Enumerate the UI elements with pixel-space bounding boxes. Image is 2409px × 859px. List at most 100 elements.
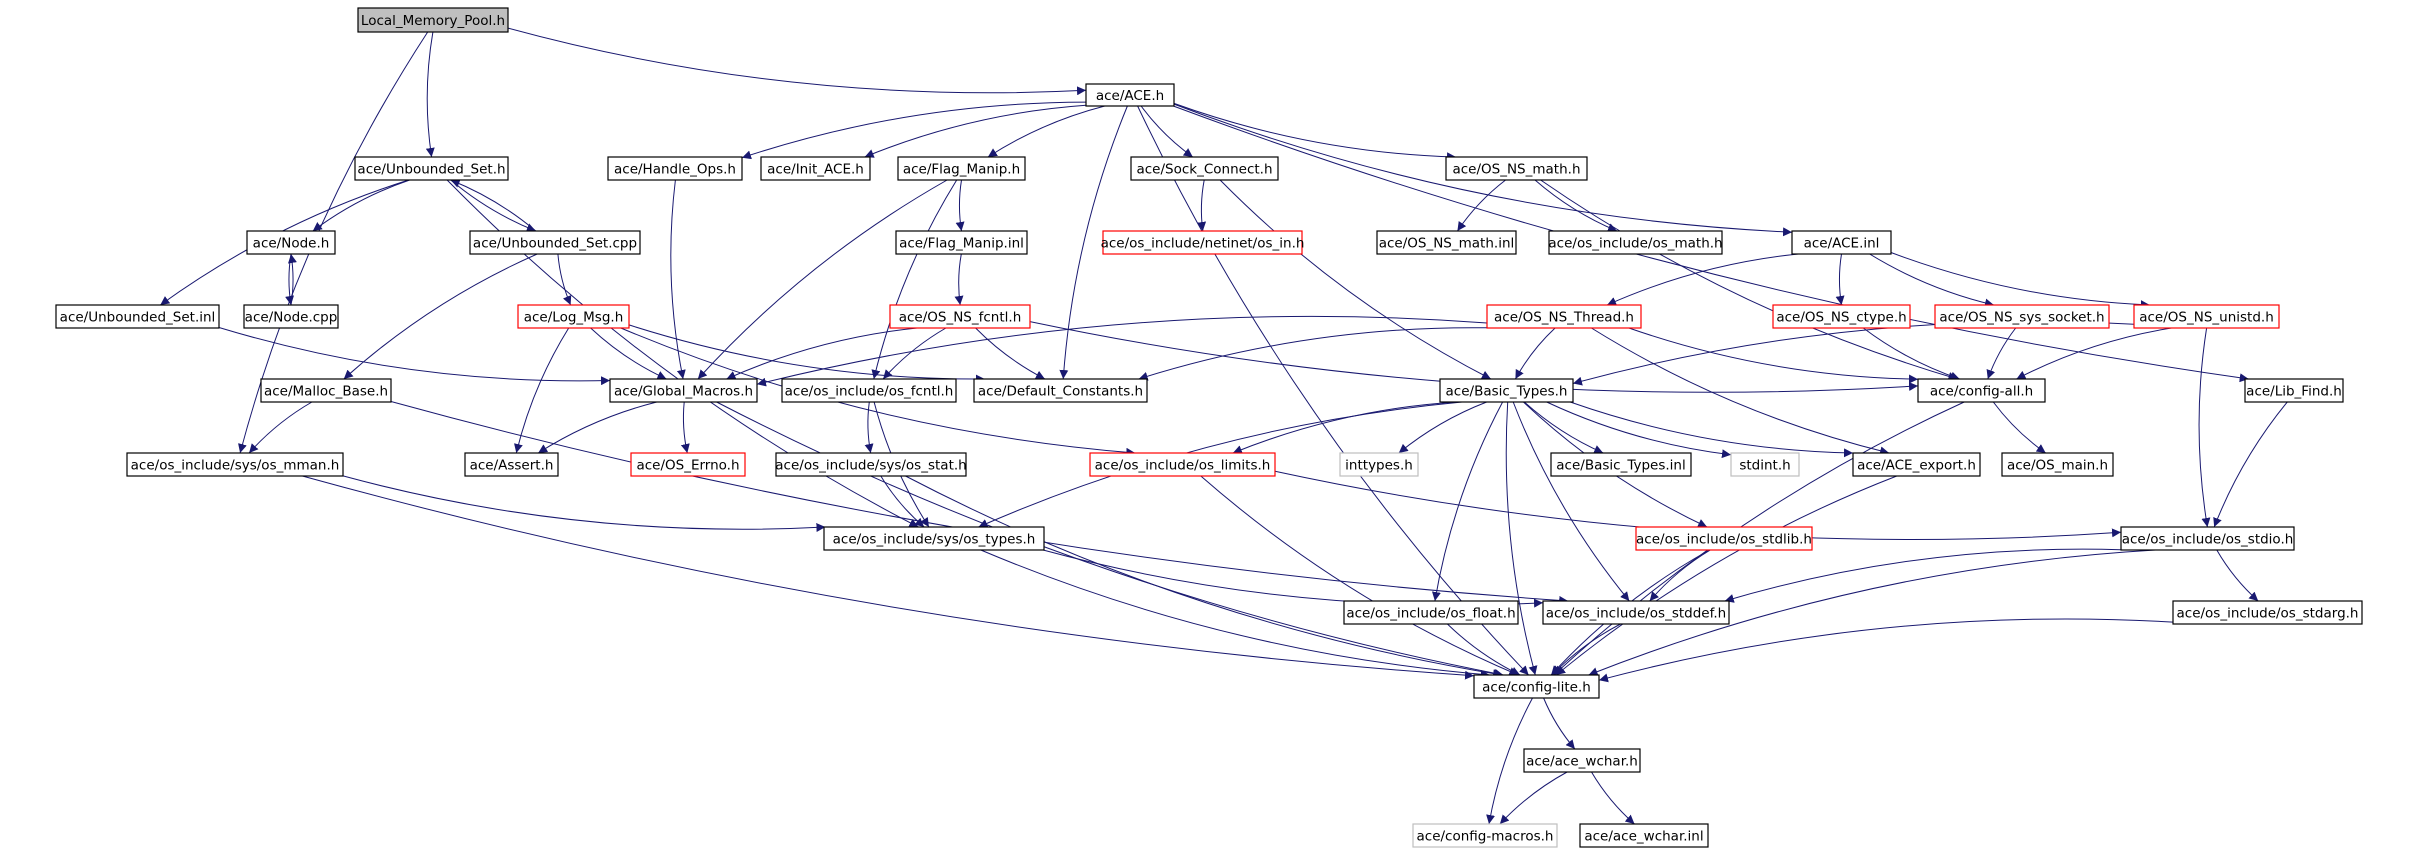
node-unb-set-cpp[interactable]: ace/Unbounded_Set.cpp	[469, 230, 641, 255]
node-box	[517, 304, 630, 329]
node-os-errno[interactable]: ace/OS_Errno.h	[630, 452, 746, 477]
edge-malloc_base-to-sys_os_mman	[248, 401, 313, 454]
node-os-stdio[interactable]: ace/os_include/os_stdio.h	[2120, 526, 2295, 551]
node-node-h[interactable]: ace/Node.h	[246, 230, 336, 255]
node-netinet-in[interactable]: ace/os_include/netinet/os_in.h	[1101, 230, 1305, 255]
node-ace-wchar-h[interactable]: ace/ace_wchar.h	[1523, 748, 1641, 773]
node-os-ns-unistd[interactable]: ace/OS_NS_unistd.h	[2133, 304, 2280, 329]
edge-ace_h-to-ace_inl	[1173, 103, 1793, 237]
node-box	[1635, 526, 1813, 551]
node-box	[823, 526, 1045, 551]
node-default-constants[interactable]: ace/Default_Constants.h	[973, 378, 1148, 403]
edge-ace_h-to-default_constants	[1059, 105, 1128, 380]
edge-lib_find-to-os_stdio	[2213, 401, 2288, 528]
node-box	[1772, 304, 1911, 329]
edge-ace_h-to-sock_connect	[1140, 105, 1194, 158]
node-os-ns-thread[interactable]: ace/OS_NS_Thread.h	[1486, 304, 1642, 329]
node-label: ace/os_include/netinet/os_in.h	[1101, 236, 1305, 252]
node-box	[1376, 230, 1517, 255]
node-box	[55, 304, 220, 329]
node-ace-inl[interactable]: ace/ACE.inl	[1791, 230, 1892, 255]
edge-sock_connect-to-netinet_in	[1197, 179, 1207, 232]
node-root[interactable]: Local_Memory_Pool.h	[357, 7, 509, 33]
node-sys-os-mman[interactable]: ace/os_include/sys/os_mman.h	[126, 452, 344, 477]
edge-ace_h-to-lib_find	[1173, 105, 2249, 383]
node-unb-set-inl[interactable]: ace/Unbounded_Set.inl	[55, 304, 220, 329]
node-basic-types-inl[interactable]: ace/Basic_Types.inl	[1550, 452, 1692, 477]
edge-node_cpp-to-node_h	[287, 253, 297, 306]
edge-os_ns_thread-to-ace_export	[1591, 327, 1890, 456]
edge-basic_types_h-to-os_float	[1431, 401, 1504, 602]
node-label: ace/Sock_Connect.h	[1136, 162, 1272, 178]
node-sys-os-stat[interactable]: ace/os_include/sys/os_stat.h	[775, 452, 967, 477]
node-inttypes[interactable]: inttypes.h	[1339, 452, 1419, 477]
edge-config_lite-to-ace_wchar_h	[1543, 697, 1576, 750]
node-log-msg[interactable]: ace/Log_Msg.h	[517, 304, 630, 329]
node-box	[1550, 452, 1692, 477]
node-stdint[interactable]: stdint.h	[1730, 452, 1800, 477]
node-handle-ops[interactable]: ace/Handle_Ops.h	[607, 156, 743, 181]
edge-os_ns_fcntl-to-os_fcntl	[882, 327, 947, 380]
edge-os_stdio-to-os_stdarg	[2216, 549, 2259, 602]
node-box	[1089, 452, 1276, 477]
node-label: Local_Memory_Pool.h	[361, 13, 505, 29]
edge-ace_export-to-config_lite	[1555, 475, 1897, 676]
node-sock-connect[interactable]: ace/Sock_Connect.h	[1130, 156, 1279, 181]
node-basic-types-h[interactable]: ace/Basic_Types.h	[1439, 378, 1574, 403]
node-os-ns-math-inl[interactable]: ace/OS_NS_math.inl	[1376, 230, 1517, 255]
edge-global_macros-to-assert_h	[537, 401, 657, 454]
node-flag-manip-inl[interactable]: ace/Flag_Manip.inl	[895, 230, 1028, 255]
edge-os_ns_thread-to-default_constants	[1138, 327, 1488, 381]
node-os-main[interactable]: ace/OS_main.h	[2001, 452, 2114, 477]
node-sys-os-types[interactable]: ace/os_include/sys/os_types.h	[823, 526, 1045, 551]
node-os-math[interactable]: ace/os_include/os_math.h	[1548, 230, 1723, 255]
node-config-macros[interactable]: ace/config-macros.h	[1412, 823, 1558, 848]
edge-unb_set_cpp-to-unb_set_h	[450, 179, 537, 232]
node-assert-h[interactable]: ace/Assert.h	[464, 452, 559, 477]
node-box	[2120, 526, 2295, 551]
node-os-ns-math-h[interactable]: ace/OS_NS_math.h	[1445, 156, 1588, 181]
node-label: ace/OS_NS_unistd.h	[2139, 310, 2274, 326]
edge-ace_inl-to-os_ns_ctype	[1835, 253, 1845, 306]
edge-ace_inl-to-os_ns_sys_socket	[1869, 253, 1995, 308]
node-lib-find[interactable]: ace/Lib_Find.h	[2244, 378, 2344, 403]
node-os-ns-sys-socket[interactable]: ace/OS_NS_sys_socket.h	[1934, 304, 2110, 329]
node-malloc-base[interactable]: ace/Malloc_Base.h	[260, 378, 392, 403]
node-os-stdarg[interactable]: ace/os_include/os_stdarg.h	[2172, 600, 2363, 625]
node-os-float[interactable]: ace/os_include/os_float.h	[1343, 600, 1519, 625]
node-label: ace/OS_Errno.h	[636, 458, 739, 474]
node-os-stdlib[interactable]: ace/os_include/os_stdlib.h	[1635, 526, 1813, 551]
edge-unb_set_inl-to-global_macros	[218, 327, 611, 386]
node-global-macros[interactable]: ace/Global_Macros.h	[609, 378, 758, 403]
node-label: ace/Node.h	[253, 236, 330, 252]
node-unb-set-h[interactable]: ace/Unbounded_Set.h	[354, 156, 509, 181]
node-label: ace/Default_Constants.h	[978, 384, 1143, 400]
edge-os_ns_unistd-to-config_all	[2016, 327, 2172, 380]
node-flag-manip-h[interactable]: ace/Flag_Manip.h	[897, 156, 1026, 181]
node-node-cpp[interactable]: ace/Node.cpp	[243, 304, 339, 329]
node-box	[1542, 600, 1730, 625]
node-ace-export[interactable]: ace/ACE_export.h	[1852, 452, 1981, 477]
edge-handle_ops-to-global_macros	[670, 179, 686, 380]
node-box	[630, 452, 746, 477]
edge-os_ns_unistd-to-basic_types_h	[1572, 321, 2135, 386]
node-label: ace/OS_main.h	[2007, 458, 2108, 474]
edge-os_stdlib-to-os_stddef	[1649, 549, 1711, 602]
node-os-ns-fcntl[interactable]: ace/OS_NS_fcntl.h	[889, 304, 1031, 329]
edge-config_all-to-config_lite	[1553, 401, 1965, 676]
node-os-ns-ctype[interactable]: ace/OS_NS_ctype.h	[1772, 304, 1911, 329]
edge-config_all-to-os_main	[1992, 401, 2046, 454]
edge-root-to-ace_h	[507, 27, 1087, 96]
node-os-stddef[interactable]: ace/os_include/os_stddef.h	[1542, 600, 1730, 625]
node-label: ace/os_include/sys/os_stat.h	[775, 458, 966, 474]
node-ace-h[interactable]: ace/ACE.h	[1085, 83, 1175, 107]
node-config-all[interactable]: ace/config-all.h	[1917, 378, 2046, 403]
node-os-fcntl[interactable]: ace/os_include/os_fcntl.h	[781, 378, 957, 403]
node-os-limits[interactable]: ace/os_include/os_limits.h	[1089, 452, 1276, 477]
node-label: ace/os_include/os_stddef.h	[1546, 606, 1726, 622]
node-init-ace[interactable]: ace/Init_ACE.h	[760, 156, 871, 181]
node-box	[1548, 230, 1723, 255]
node-ace-wchar-inl[interactable]: ace/ace_wchar.inl	[1579, 823, 1709, 848]
node-config-lite[interactable]: ace/config-lite.h	[1473, 674, 1600, 699]
node-box	[1439, 378, 1574, 403]
